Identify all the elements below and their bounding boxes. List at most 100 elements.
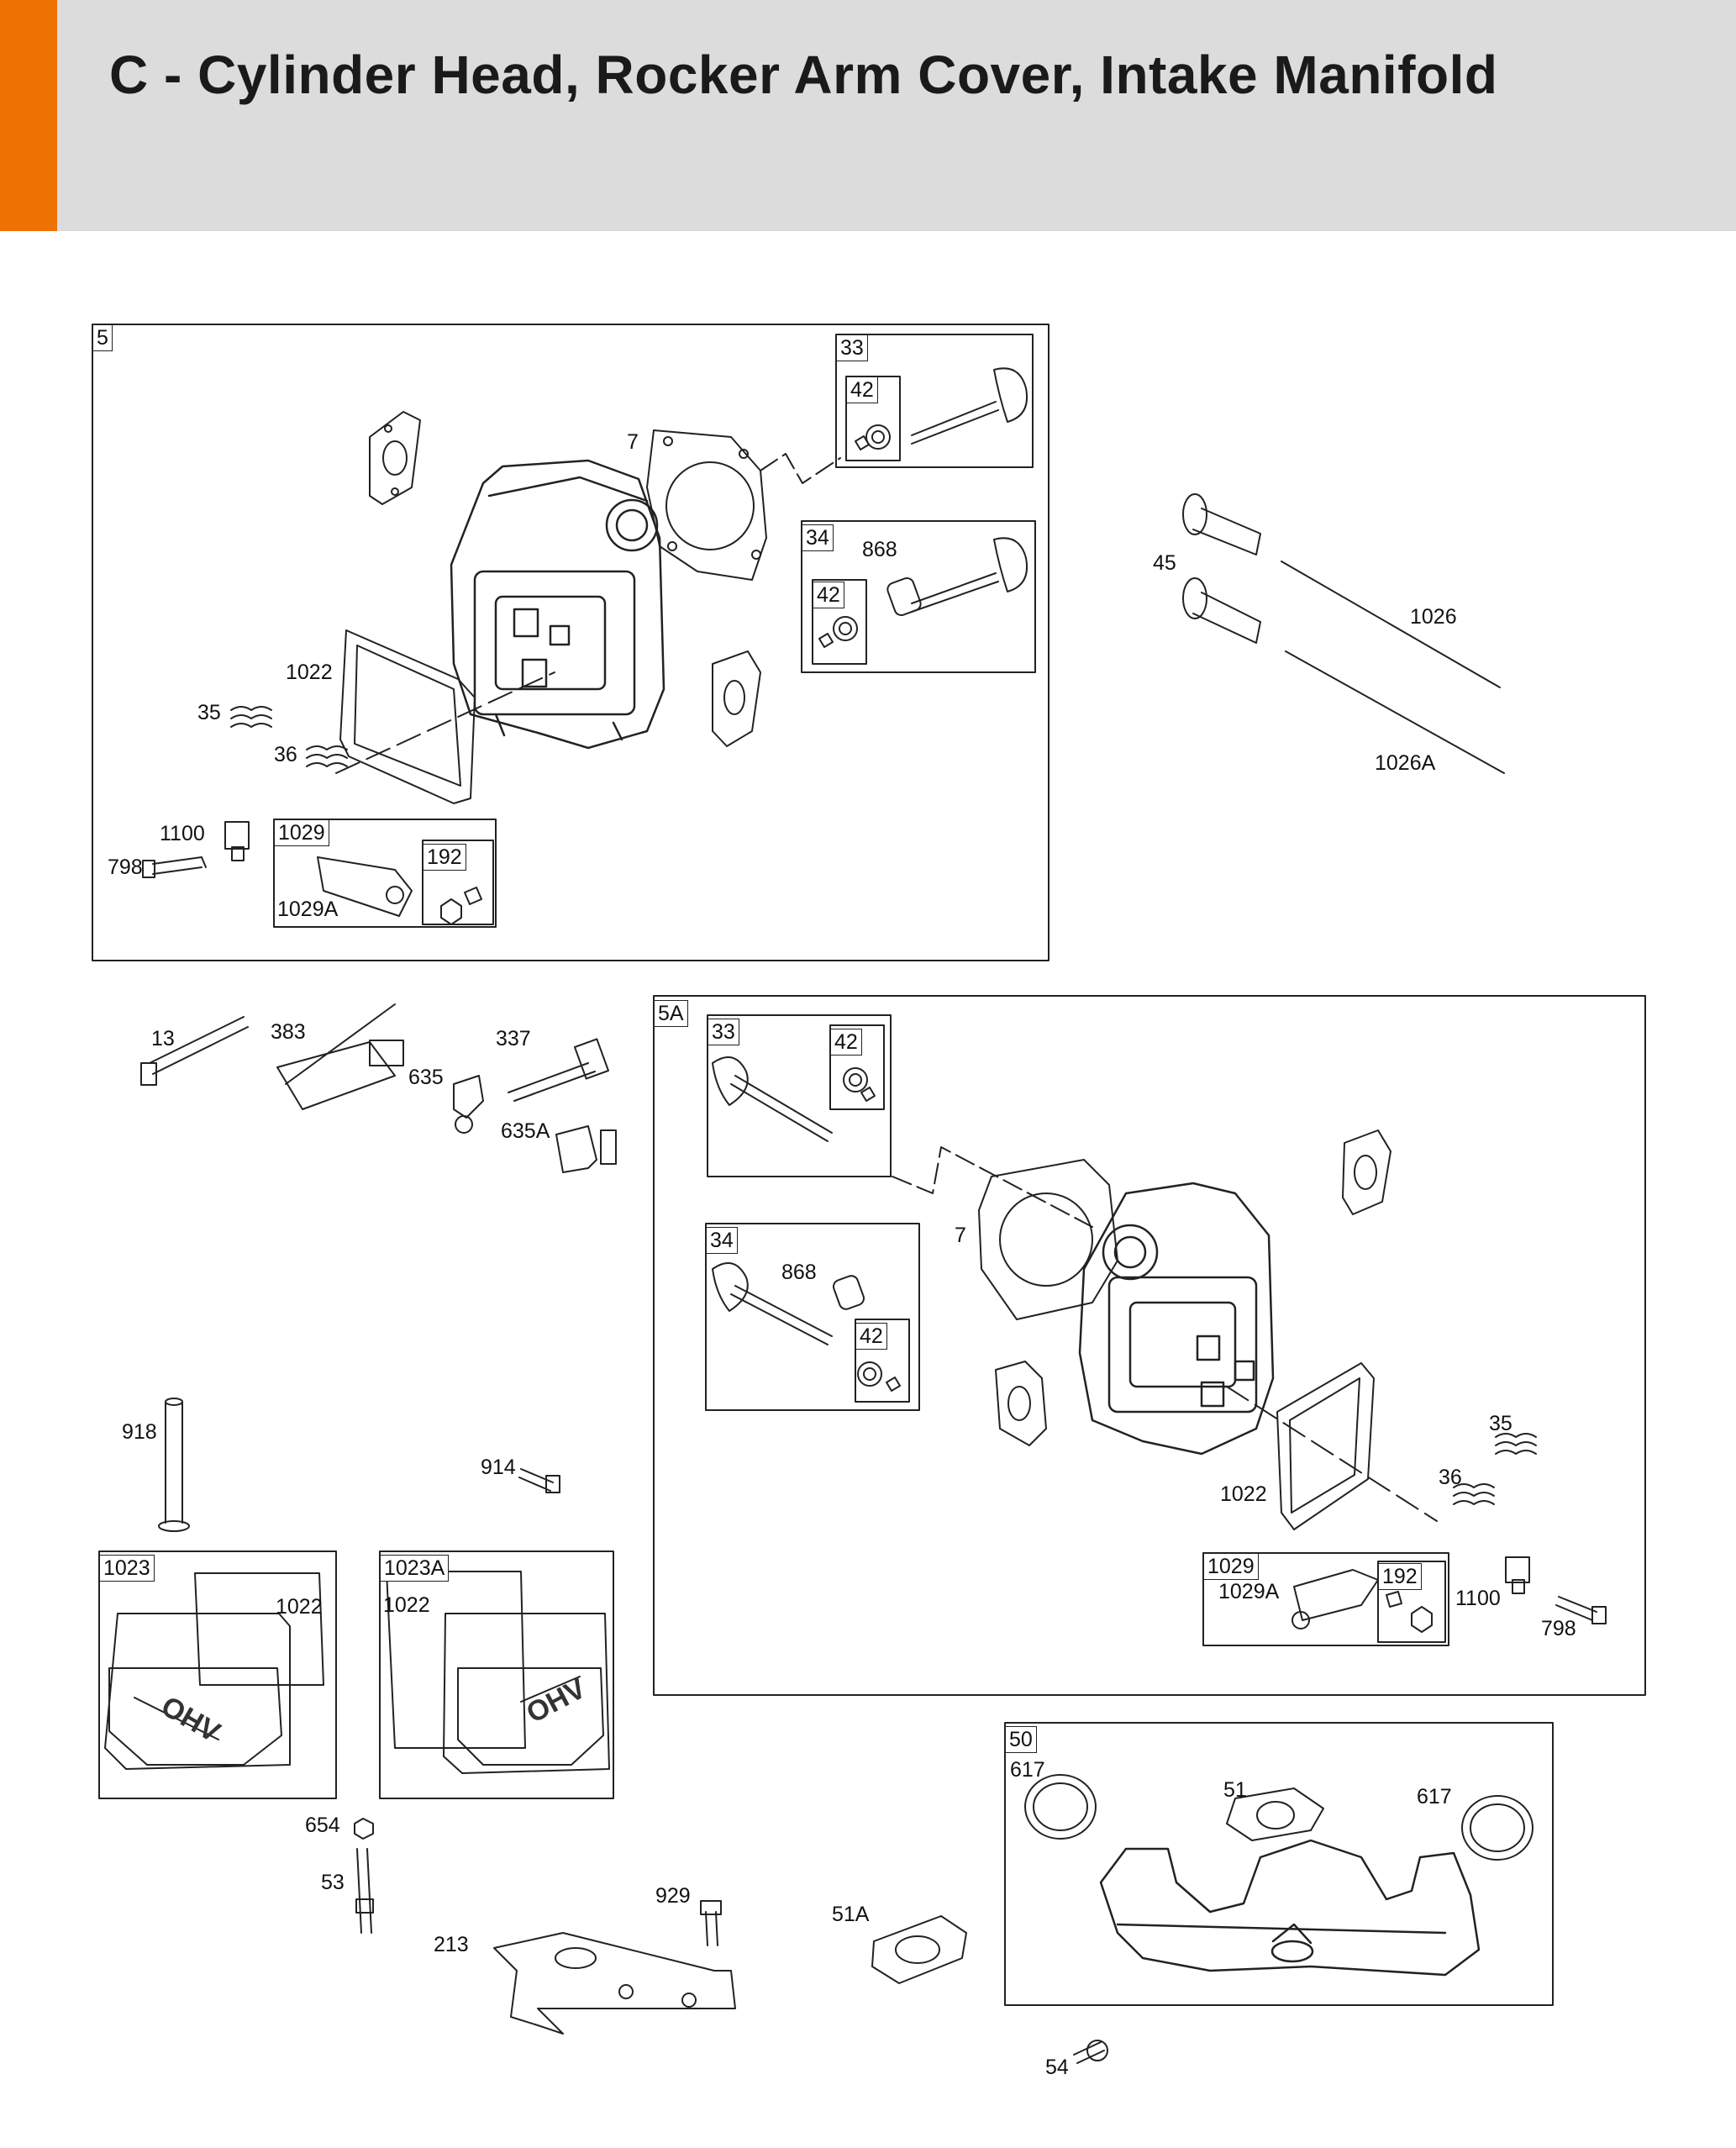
push-rod-1026a [1285, 650, 1505, 774]
group-label-42d: 42 [855, 1323, 887, 1350]
part-label-1022b: 1022 [1220, 1482, 1267, 1506]
rocker-cover-1023 [104, 1572, 324, 1770]
guide-line-valve-upper [760, 453, 841, 484]
group-box-33 [835, 334, 1034, 468]
pivot-1100-upper [224, 821, 250, 861]
group-box-42d [855, 1319, 910, 1403]
part-label-51a: 51A [832, 1903, 870, 1926]
part-label-1022c: 1022 [276, 1595, 323, 1619]
rocker-cover-gasket-upper [339, 629, 476, 804]
cylinder-head-lower [1078, 1182, 1275, 1456]
part-label-868b: 868 [781, 1261, 817, 1284]
part-label-337: 337 [496, 1027, 531, 1050]
spark-plug-boot-635 [453, 1075, 484, 1134]
governor-bracket-213 [493, 1932, 736, 2035]
part-label-798: 798 [108, 856, 143, 879]
screw-914 [518, 1468, 560, 1493]
cylinder-head-upper [450, 459, 665, 750]
part-label-1022: 1022 [286, 661, 333, 684]
group-label-192b: 192 [1378, 1563, 1422, 1590]
part-label-798b: 798 [1541, 1617, 1576, 1640]
group-box-50 [1004, 1722, 1554, 2006]
part-label-918: 918 [122, 1420, 157, 1444]
group-box-192 [422, 840, 494, 925]
group-box-42c [829, 1024, 885, 1110]
group-label-192: 192 [423, 844, 466, 871]
group-label-42b: 42 [813, 582, 844, 608]
valve-keeper-42d [857, 1361, 901, 1392]
part-label-868: 868 [862, 538, 897, 561]
group-box-5 [92, 324, 1049, 961]
tappet-45-upper [1182, 493, 1261, 555]
part-label-35: 35 [197, 701, 221, 724]
intake-gasket-upper [712, 650, 761, 747]
screw-798-upper [142, 856, 207, 878]
seal-ring-617-left [1024, 1774, 1097, 1840]
bracket-383 [276, 1003, 404, 1110]
pivot-1100-lower [1505, 1556, 1530, 1594]
nut-screw-192-upper [440, 887, 482, 925]
part-label-1022d: 1022 [383, 1593, 430, 1617]
intake-valve-33 [911, 367, 1028, 445]
part-label-1029ab: 1029A [1218, 1580, 1280, 1603]
part-label-36: 36 [274, 743, 297, 766]
part-label-1100: 1100 [160, 822, 205, 845]
group-box-5a [653, 995, 1646, 1696]
group-box-1023 [98, 1550, 337, 1799]
part-label-53: 53 [321, 1871, 345, 1894]
exhaust-valve-34b [712, 1261, 865, 1345]
group-label-34b: 34 [706, 1227, 738, 1254]
group-box-192b [1377, 1561, 1446, 1643]
exhaust-gasket-lower [995, 1361, 1047, 1446]
ohv-emblem-left [134, 1697, 219, 1740]
part-label-13: 13 [151, 1027, 175, 1050]
valve-keeper-42c [843, 1067, 876, 1102]
part-label-1100b: 1100 [1455, 1587, 1501, 1610]
valve-spring-35 [230, 706, 272, 728]
group-box-33b [707, 1014, 892, 1177]
group-box-34 [801, 520, 1036, 673]
guide-line-valve-lower [892, 1146, 1093, 1228]
bolt-13 [140, 1016, 249, 1086]
page-title: C - Cylinder Head, Rocker Arm Cover, Int… [109, 45, 1498, 105]
screw-54 [1073, 2040, 1108, 2064]
group-label-42c: 42 [830, 1029, 862, 1056]
valve-spring-36b [1453, 1483, 1495, 1505]
group-label-5: 5 [92, 324, 113, 351]
group-label-33b: 33 [708, 1019, 739, 1045]
screw-798-lower [1555, 1596, 1607, 1624]
exhaust-gasket-upper [369, 411, 421, 505]
screw-929 [700, 1900, 722, 1946]
exhaust-valve-34 [886, 537, 1028, 617]
nut-screw-192-lower [1386, 1591, 1433, 1633]
part-label-635a: 635A [501, 1119, 550, 1143]
page-header: C - Cylinder Head, Rocker Arm Cover, Int… [0, 0, 1736, 231]
group-box-1029b [1202, 1552, 1449, 1646]
push-rod-1026 [1281, 561, 1501, 688]
group-box-42b [812, 579, 867, 665]
seal-ring-617-right [1461, 1795, 1533, 1861]
part-label-7: 7 [627, 430, 639, 454]
part-label-51: 51 [1223, 1778, 1247, 1802]
group-label-5a: 5A [654, 1000, 688, 1027]
intake-gasket-lower [1342, 1129, 1391, 1215]
intake-valve-33b [712, 1056, 833, 1142]
ohv-emblem-right [520, 1676, 581, 1703]
group-label-1023a: 1023A [380, 1555, 450, 1582]
tappet-45-lower [1182, 577, 1261, 644]
part-label-1026a: 1026A [1375, 751, 1436, 775]
valve-keeper-42b [818, 616, 858, 648]
header-accent-bar [0, 0, 57, 231]
head-gasket-upper [646, 429, 767, 581]
part-label-35b: 35 [1489, 1412, 1512, 1435]
part-label-929: 929 [655, 1884, 691, 1908]
nut-654 [354, 1818, 374, 1840]
oil-fill-tube-918 [158, 1398, 190, 1532]
valve-spring-36 [306, 745, 348, 767]
rocker-arm-1029a-upper [317, 856, 413, 917]
part-label-7b: 7 [955, 1224, 966, 1247]
rocker-arm-1029a-lower [1291, 1569, 1379, 1629]
valve-keeper-42a [855, 424, 891, 450]
group-label-33: 33 [836, 334, 868, 361]
